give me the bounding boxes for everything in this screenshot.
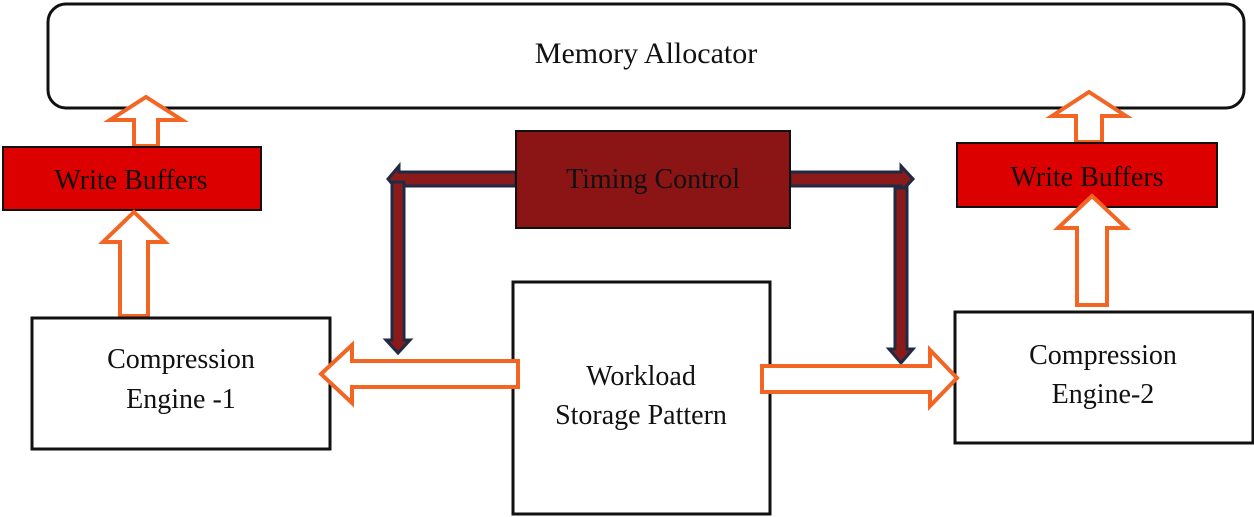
timing-control-left-connector xyxy=(382,161,518,356)
compression-engine-2-line2: Engine-2 xyxy=(1052,379,1155,410)
timing-control-label: Timing Control xyxy=(566,164,740,195)
memory-allocator-label: Memory Allocator xyxy=(535,37,757,70)
timing-control-right-connector xyxy=(788,162,917,366)
compression-engine-1-line2: Engine -1 xyxy=(126,384,236,415)
write-buffers-left-box: Write Buffers xyxy=(2,146,262,211)
engine1-to-buffer-arrow xyxy=(98,209,170,318)
left-buffer-to-allocator-arrow xyxy=(103,94,189,148)
compression-engine-1-box: Compression Engine -1 xyxy=(30,316,332,451)
workload-label-line1: Workload xyxy=(586,361,696,392)
compression-engine-2-line1: Compression xyxy=(1029,340,1177,371)
timing-control-box: Timing Control xyxy=(515,130,791,229)
workload-to-engine2-arrow xyxy=(760,345,960,411)
workload-storage-pattern-box: Workload Storage Pattern xyxy=(511,280,772,516)
write-buffers-right-label: Write Buffers xyxy=(1010,162,1163,193)
right-buffer-to-allocator-arrow xyxy=(1045,89,1133,144)
compression-engine-1-line1: Compression xyxy=(107,344,255,375)
compression-engine-2-box: Compression Engine-2 xyxy=(953,310,1254,445)
workload-label-line2: Storage Pattern xyxy=(555,400,727,431)
workload-to-engine1-arrow xyxy=(318,340,520,408)
memory-allocator-box: Memory Allocator xyxy=(46,2,1246,110)
write-buffers-left-label: Write Buffers xyxy=(54,165,207,196)
write-buffers-right-box: Write Buffers xyxy=(956,142,1218,208)
engine2-to-buffer-arrow xyxy=(1052,193,1132,307)
